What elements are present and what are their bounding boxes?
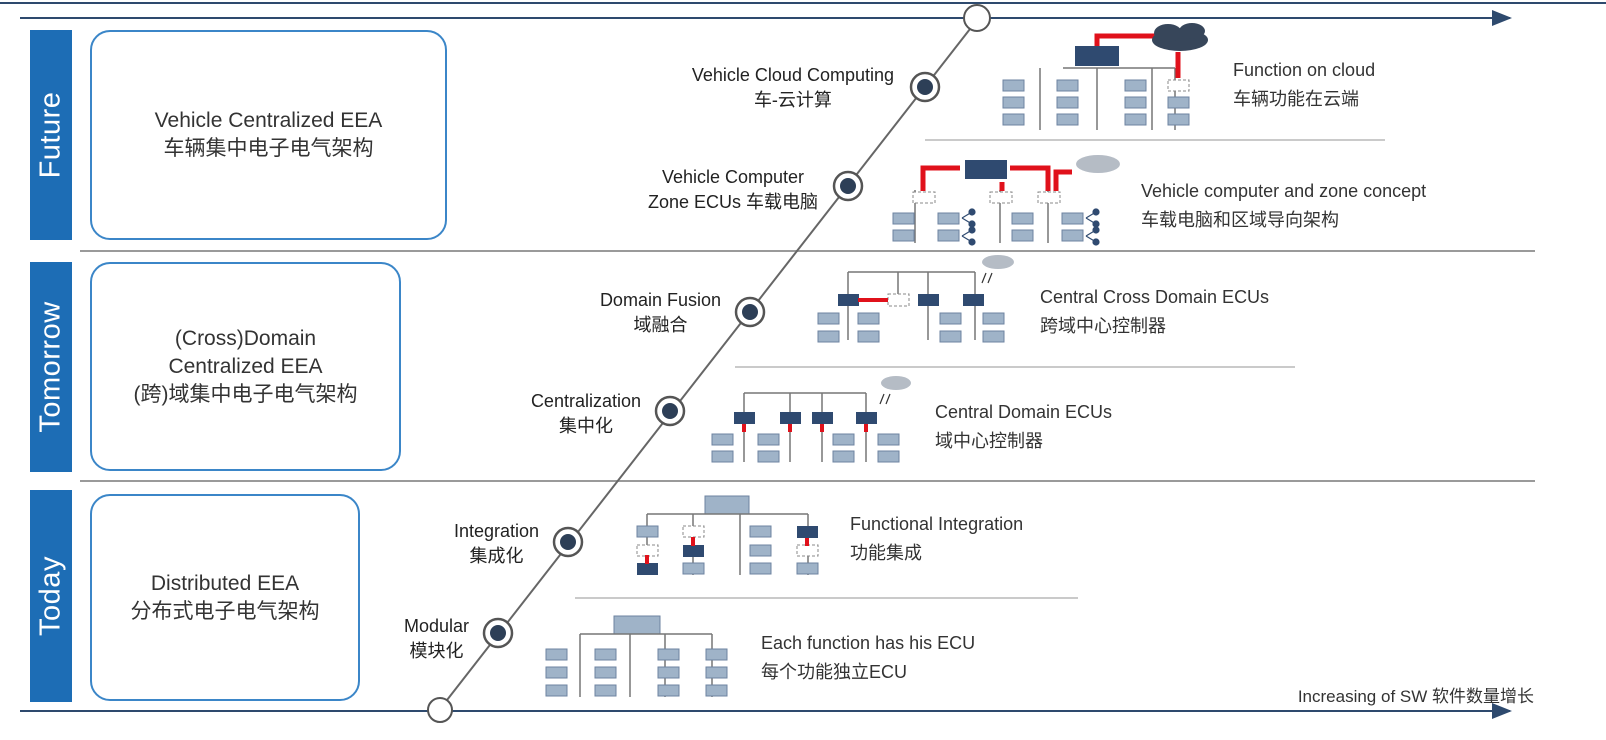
stage-description-centralization: Central Domain ECUs 域中心控制器 xyxy=(935,398,1112,456)
description-en: Vehicle computer and zone concept xyxy=(1141,181,1427,201)
stage-node-integration xyxy=(552,526,584,558)
stage-name-vehicle-computer: Vehicle Computer Zone ECUs 车载电脑 xyxy=(648,165,818,215)
description-cn: 车辆功能在云端 xyxy=(1233,89,1359,109)
stage-name-cn: 模块化 xyxy=(409,641,464,661)
description-en: Function on cloud xyxy=(1233,60,1376,80)
description-cn: 车载电脑和区域导向架构 xyxy=(1141,210,1339,230)
era-bar-future: Future xyxy=(30,30,72,240)
stage-name-cn: 车-云计算 xyxy=(753,90,832,110)
description-en: Central Domain ECUs xyxy=(935,402,1113,422)
description-en: Central Cross Domain ECUs xyxy=(1040,287,1270,307)
architecture-box-future: Vehicle Centralized EEA 车辆集中电子电气架构 xyxy=(90,30,447,240)
description-cn: 域中心控制器 xyxy=(935,431,1043,451)
architecture-box-tomorrow: (Cross)Domain Centralized EEA (跨)域集中电子电气… xyxy=(90,262,401,471)
era-bar-today: Today xyxy=(30,490,72,702)
stage-description-domain-fusion: Central Cross Domain ECUs 跨域中心控制器 xyxy=(1040,283,1269,341)
x-axis-label: Increasing of SW 软件数量增长 xyxy=(1297,687,1534,706)
description-cn: 每个功能独立ECU xyxy=(761,662,908,682)
stage-name-cn: 集中化 xyxy=(558,416,613,436)
description-cn: 功能集成 xyxy=(850,543,922,563)
stage-name-en: Modular xyxy=(403,616,469,636)
stage-name-en: Vehicle Cloud Computing xyxy=(691,65,894,85)
ecu-diagram-central-domain xyxy=(711,376,911,463)
stage-node-vehicle-cloud xyxy=(909,71,941,103)
description-en: Functional Integration xyxy=(850,514,1024,534)
stage-name-centralization: Centralization 集中化 xyxy=(531,389,641,439)
ecu-diagram-zone xyxy=(892,155,1120,246)
stage-description-vehicle-cloud: Function on cloud 车辆功能在云端 xyxy=(1233,56,1375,114)
ecu-diagram-cross-domain xyxy=(817,255,1014,343)
architecture-box-today: Distributed EEA 分布式电子电气架构 xyxy=(90,494,360,701)
timeline-line xyxy=(439,19,978,710)
architecture-name-cn: 车辆集中电子电气架构 xyxy=(163,137,374,160)
timeline-start xyxy=(427,697,453,723)
stage-name-cn: 集成化 xyxy=(469,546,524,566)
stage-node-vehicle-computer xyxy=(832,170,864,202)
stage-name-cn: 域融合 xyxy=(633,315,688,335)
ecu-diagram-modular xyxy=(545,615,728,697)
timeline-end xyxy=(963,4,991,32)
architecture-name-cn: 分布式电子电气架构 xyxy=(130,599,320,623)
stage-name-domain-fusion: Domain Fusion 域融合 xyxy=(600,288,721,338)
ecu-diagram-cloud xyxy=(1002,23,1208,130)
architecture-name-2: Centralized EEA xyxy=(168,354,323,378)
stage-name-en: Centralization xyxy=(530,391,641,411)
architecture-name: Distributed EEA xyxy=(150,571,300,595)
ecu-diagram-integration xyxy=(636,495,819,575)
stage-name-en: Integration xyxy=(453,521,539,541)
stage-name-vehicle-cloud: Vehicle Cloud Computing 车-云计算 xyxy=(692,63,894,113)
stage-description-integration: Functional Integration 功能集成 xyxy=(850,510,1023,568)
architecture-name: (Cross)Domain xyxy=(174,326,317,350)
architecture-name: Vehicle Centralized EEA xyxy=(154,109,383,132)
stage-name-modular: Modular 模块化 xyxy=(404,614,469,664)
stage-name-en: Domain Fusion xyxy=(599,290,721,310)
description-cn: 跨域中心控制器 xyxy=(1040,316,1166,336)
stage-node-domain-fusion xyxy=(734,296,766,328)
stage-description-modular: Each function has his ECU 每个功能独立ECU xyxy=(761,629,975,687)
stage-node-centralization xyxy=(654,395,686,427)
era-bar-tomorrow: Tomorrow xyxy=(30,262,72,472)
stage-description-vehicle-computer: Vehicle computer and zone concept 车载电脑和区… xyxy=(1141,177,1426,235)
stage-name-cn: Zone ECUs 车载电脑 xyxy=(647,192,818,212)
stage-node-modular xyxy=(482,617,514,649)
architecture-name-cn: (跨)域集中电子电气架构 xyxy=(133,382,358,406)
stage-name-en: Vehicle Computer xyxy=(661,167,805,187)
stage-name-integration: Integration 集成化 xyxy=(454,519,539,569)
description-en: Each function has his ECU xyxy=(761,633,976,653)
